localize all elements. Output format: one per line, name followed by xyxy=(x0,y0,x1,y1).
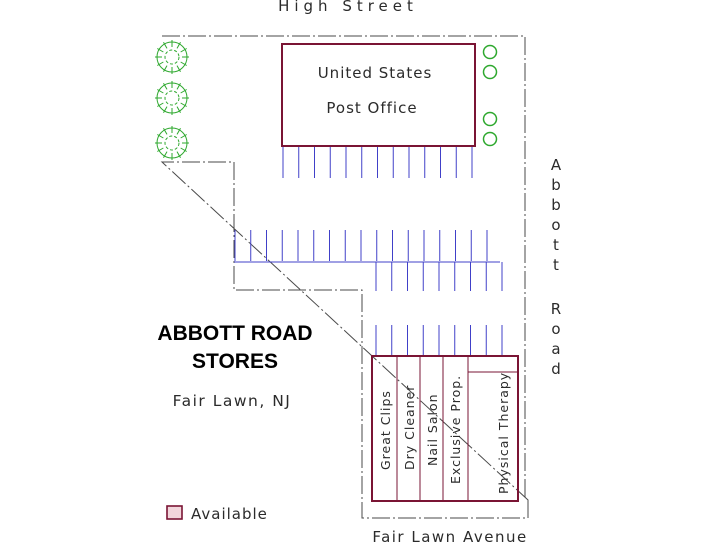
legend-available-label: Available xyxy=(191,505,268,523)
tree-icon xyxy=(155,126,189,160)
property-boundary xyxy=(160,35,529,519)
shrubs-east xyxy=(482,44,498,147)
tenant-label-physical-therapy: Physical Therapy xyxy=(496,372,511,494)
shrub-icon xyxy=(482,44,498,60)
tenant-label-great-clips: Great Clips xyxy=(378,390,393,470)
post-office-label-line1: United States xyxy=(318,64,433,82)
parking-stripes xyxy=(234,147,503,355)
trees-west xyxy=(155,40,189,160)
strip-mall-outline xyxy=(371,355,519,502)
map-title-line1: ABBOTT ROAD xyxy=(157,322,312,345)
tenant-labels: Great Clips Dry Cleaner Nail Salon Exclu… xyxy=(378,372,511,494)
street-label-high-street: High Street xyxy=(278,0,418,15)
shrub-icon xyxy=(482,131,498,147)
tree-icon xyxy=(155,40,189,74)
shrub-icon xyxy=(482,64,498,80)
strip-mall-building xyxy=(371,355,519,502)
map-title-line2: STORES xyxy=(192,350,278,373)
street-label-fair-lawn-avenue: Fair Lawn Avenue xyxy=(372,528,527,546)
tree-icon xyxy=(155,81,189,115)
legend-available-swatch xyxy=(166,505,183,520)
post-office-label-line2: Post Office xyxy=(326,99,417,117)
tenant-label-exclusive-prop: Exclusive Prop. xyxy=(448,375,463,484)
shrub-icon xyxy=(482,111,498,127)
tenant-label-dry-cleaner: Dry Cleaner xyxy=(402,385,417,470)
post-office-building xyxy=(281,43,476,147)
map-location: Fair Lawn, NJ xyxy=(173,392,292,410)
tenant-label-nail-salon: Nail Salon xyxy=(425,393,440,466)
